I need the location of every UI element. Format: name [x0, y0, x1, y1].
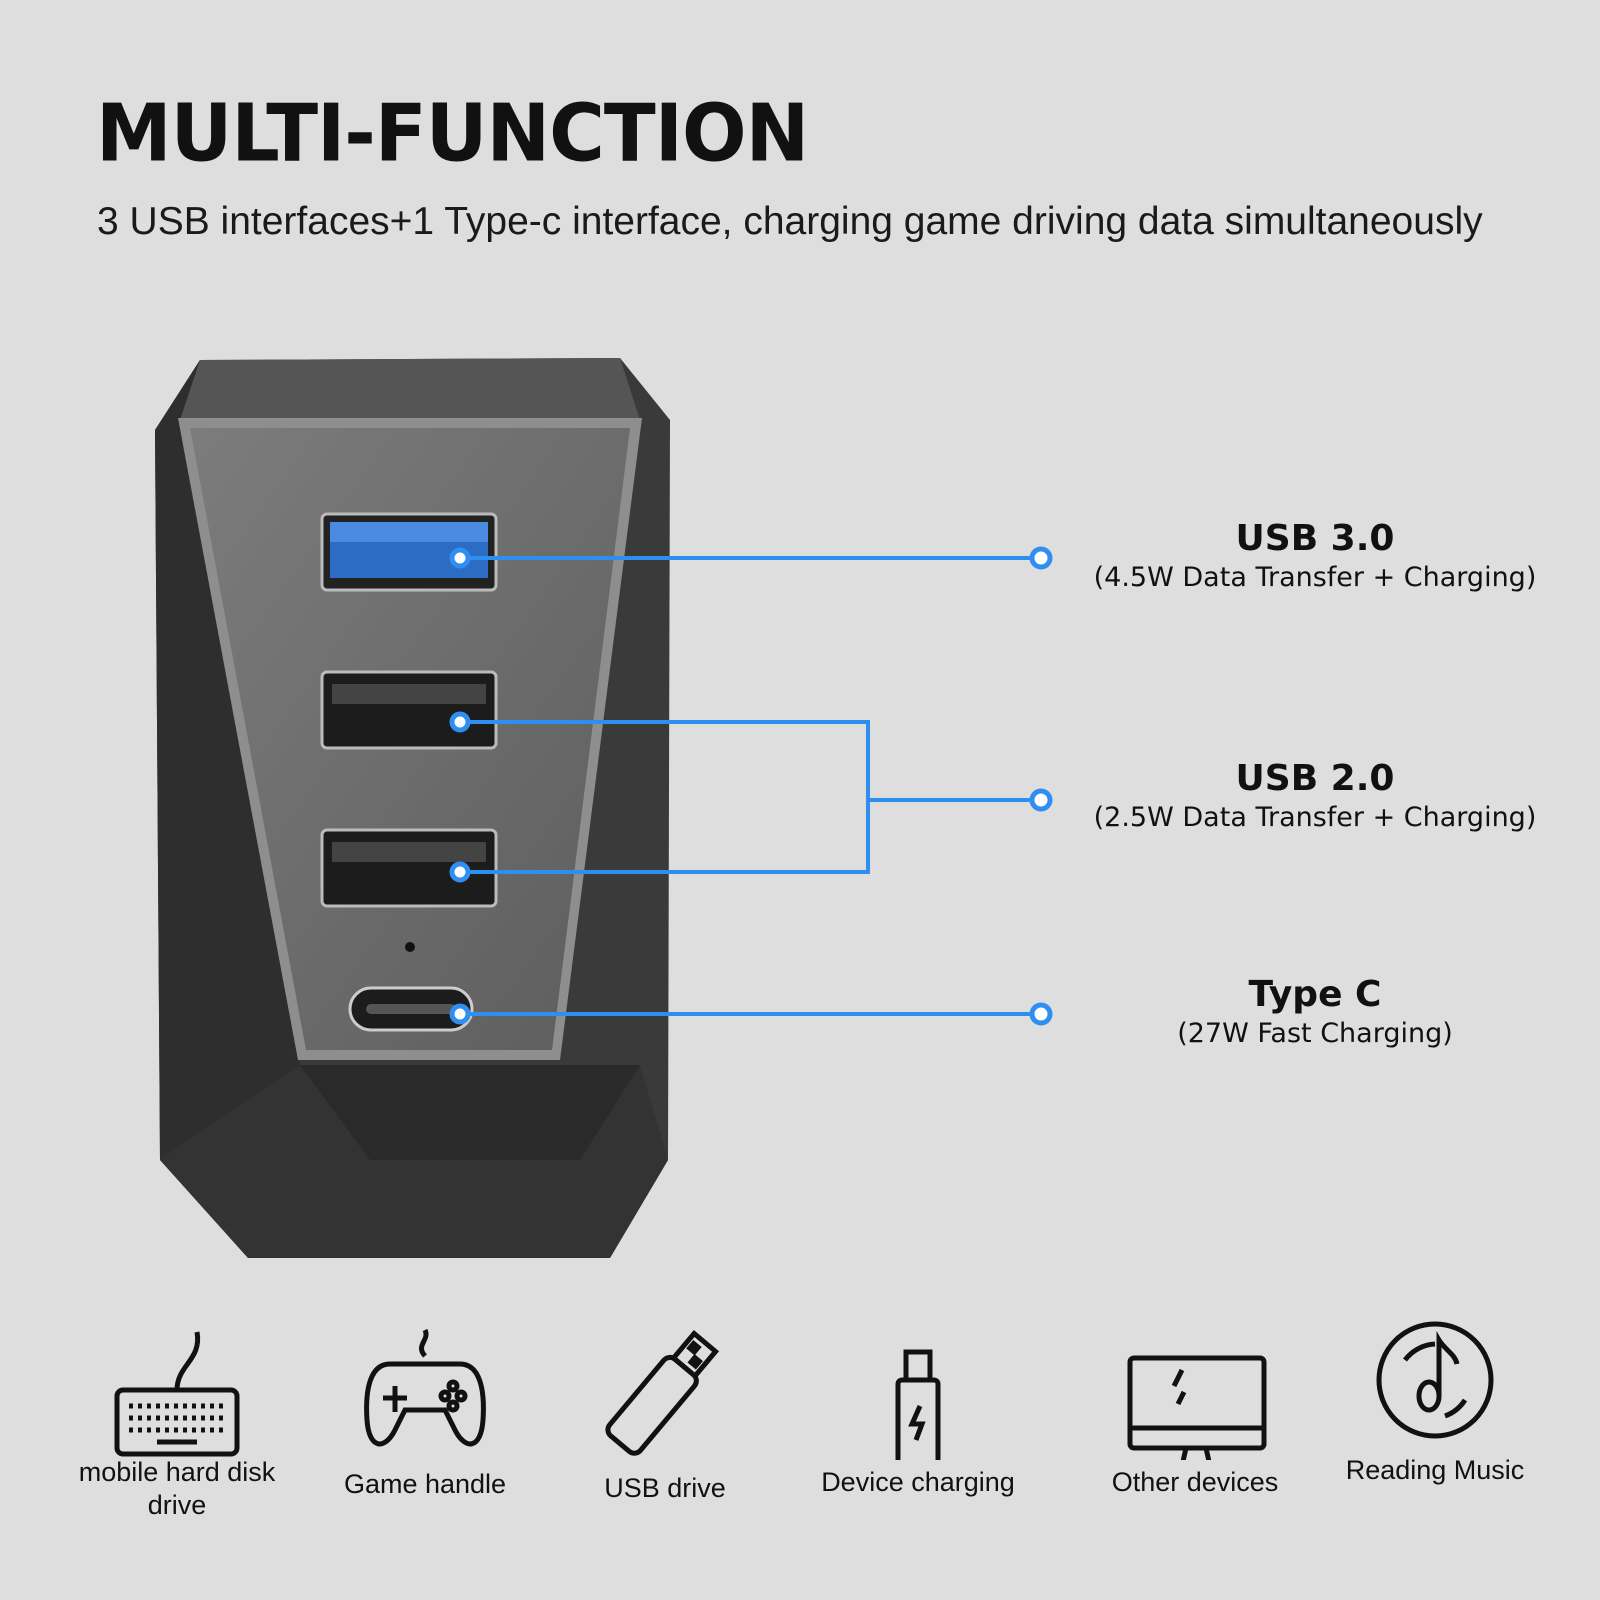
port-name: USB 3.0: [1235, 518, 1395, 559]
usb-3-port: [320, 512, 498, 592]
port-name: USB 2.0: [1235, 758, 1395, 799]
feature-label: mobile hard disk drive: [78, 1457, 276, 1520]
port-desc: (27W Fast Charging): [1177, 1018, 1453, 1049]
monitor-icon: [1127, 1355, 1267, 1460]
usb-drive-icon: [605, 1329, 720, 1456]
feature-label: USB drive: [604, 1473, 726, 1503]
callout-dot: [449, 1003, 471, 1025]
callout-dot: [1029, 1002, 1053, 1026]
callout-dot: [449, 547, 471, 569]
feature-device-charging: Device charging: [808, 1320, 1028, 1499]
usb-2-label: USB 2.0 (2.5W Data Transfer + Charging): [1055, 758, 1575, 836]
port-desc: (4.5W Data Transfer + Charging): [1093, 562, 1537, 593]
feature-label: Device charging: [821, 1467, 1015, 1497]
feature-usb-drive: USB drive: [555, 1320, 775, 1505]
gamepad-icon: [364, 1328, 486, 1447]
type-c-label: Type C (27W Fast Charging): [1055, 974, 1575, 1052]
feature-hard-disk: mobile hard disk drive: [67, 1320, 287, 1522]
page-title: MULTI-FUNCTION: [96, 85, 809, 180]
type-c-port: [348, 986, 474, 1032]
callout-dot: [1029, 546, 1053, 570]
usb-2-port: [320, 828, 498, 908]
callout-dot: [1029, 788, 1053, 812]
page-subtitle: 3 USB interfaces+1 Type-c interface, cha…: [97, 200, 1483, 243]
music-disc-icon: [1376, 1321, 1494, 1439]
feature-label: Game handle: [343, 1469, 507, 1499]
feature-label: Other devices: [1111, 1467, 1279, 1497]
charging-icon: [895, 1349, 941, 1460]
keyboard-icon: [114, 1331, 240, 1457]
indicator-led: [405, 942, 415, 952]
feature-game-handle: Game handle: [315, 1320, 535, 1501]
usb-2-port: [320, 670, 498, 750]
port-desc: (2.5W Data Transfer + Charging): [1093, 802, 1537, 833]
usb-hub-device: [155, 358, 1053, 1258]
callout-dot: [449, 861, 471, 883]
feature-reading-music: Reading Music: [1325, 1320, 1545, 1487]
port-name: Type C: [1248, 974, 1382, 1015]
callout-lines: [460, 556, 1040, 1016]
feature-other-devices: Other devices: [1085, 1320, 1305, 1499]
callout-dot: [449, 711, 471, 733]
usb-3-label: USB 3.0 (4.5W Data Transfer + Charging): [1055, 518, 1575, 596]
feature-label: Reading Music: [1345, 1455, 1525, 1485]
